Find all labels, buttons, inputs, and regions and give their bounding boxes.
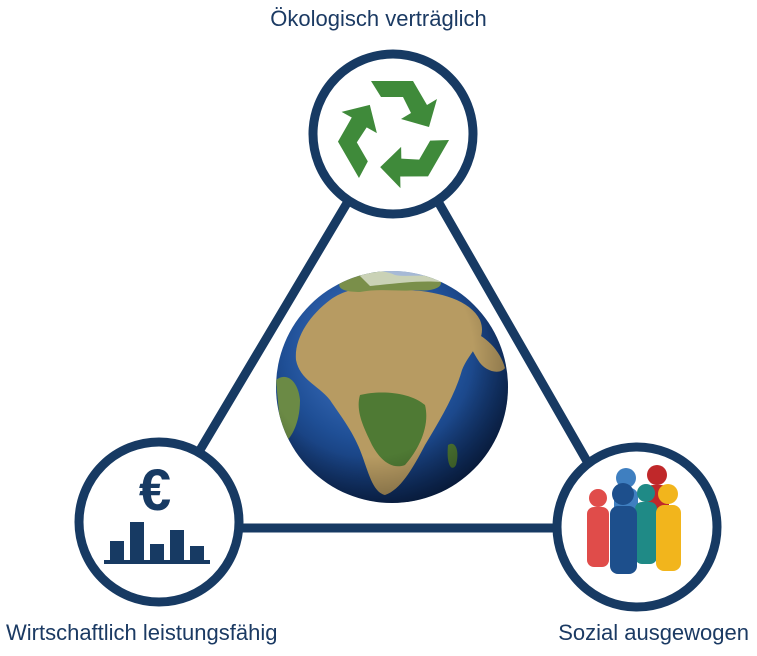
bar-2 — [130, 522, 144, 561]
recycle-icon — [337, 81, 450, 189]
person-yellow — [656, 484, 681, 571]
node-top — [308, 49, 478, 219]
connector-top-left — [195, 193, 355, 455]
person-red — [587, 489, 609, 567]
baseline — [104, 560, 210, 564]
euro-bar-chart-icon: € — [104, 458, 210, 564]
connector-top-right — [431, 193, 597, 475]
label-ecological: Ökologisch verträglich — [270, 6, 487, 31]
bar-4 — [170, 530, 184, 561]
person-teal — [635, 484, 657, 564]
label-social: Sozial ausgewogen — [558, 620, 749, 645]
euro-sign-icon: € — [139, 458, 171, 523]
label-economic: Wirtschaftlich leistungsfähig — [6, 620, 278, 645]
triangle-connectors — [195, 193, 597, 533]
bar-5 — [190, 546, 204, 561]
bar-1 — [110, 541, 124, 561]
node-right — [552, 442, 722, 612]
person-navy — [610, 483, 637, 574]
globe-earth-icon — [276, 271, 508, 503]
node-left: € — [74, 437, 244, 607]
bar-3 — [150, 544, 164, 561]
people-group-icon — [587, 465, 681, 574]
